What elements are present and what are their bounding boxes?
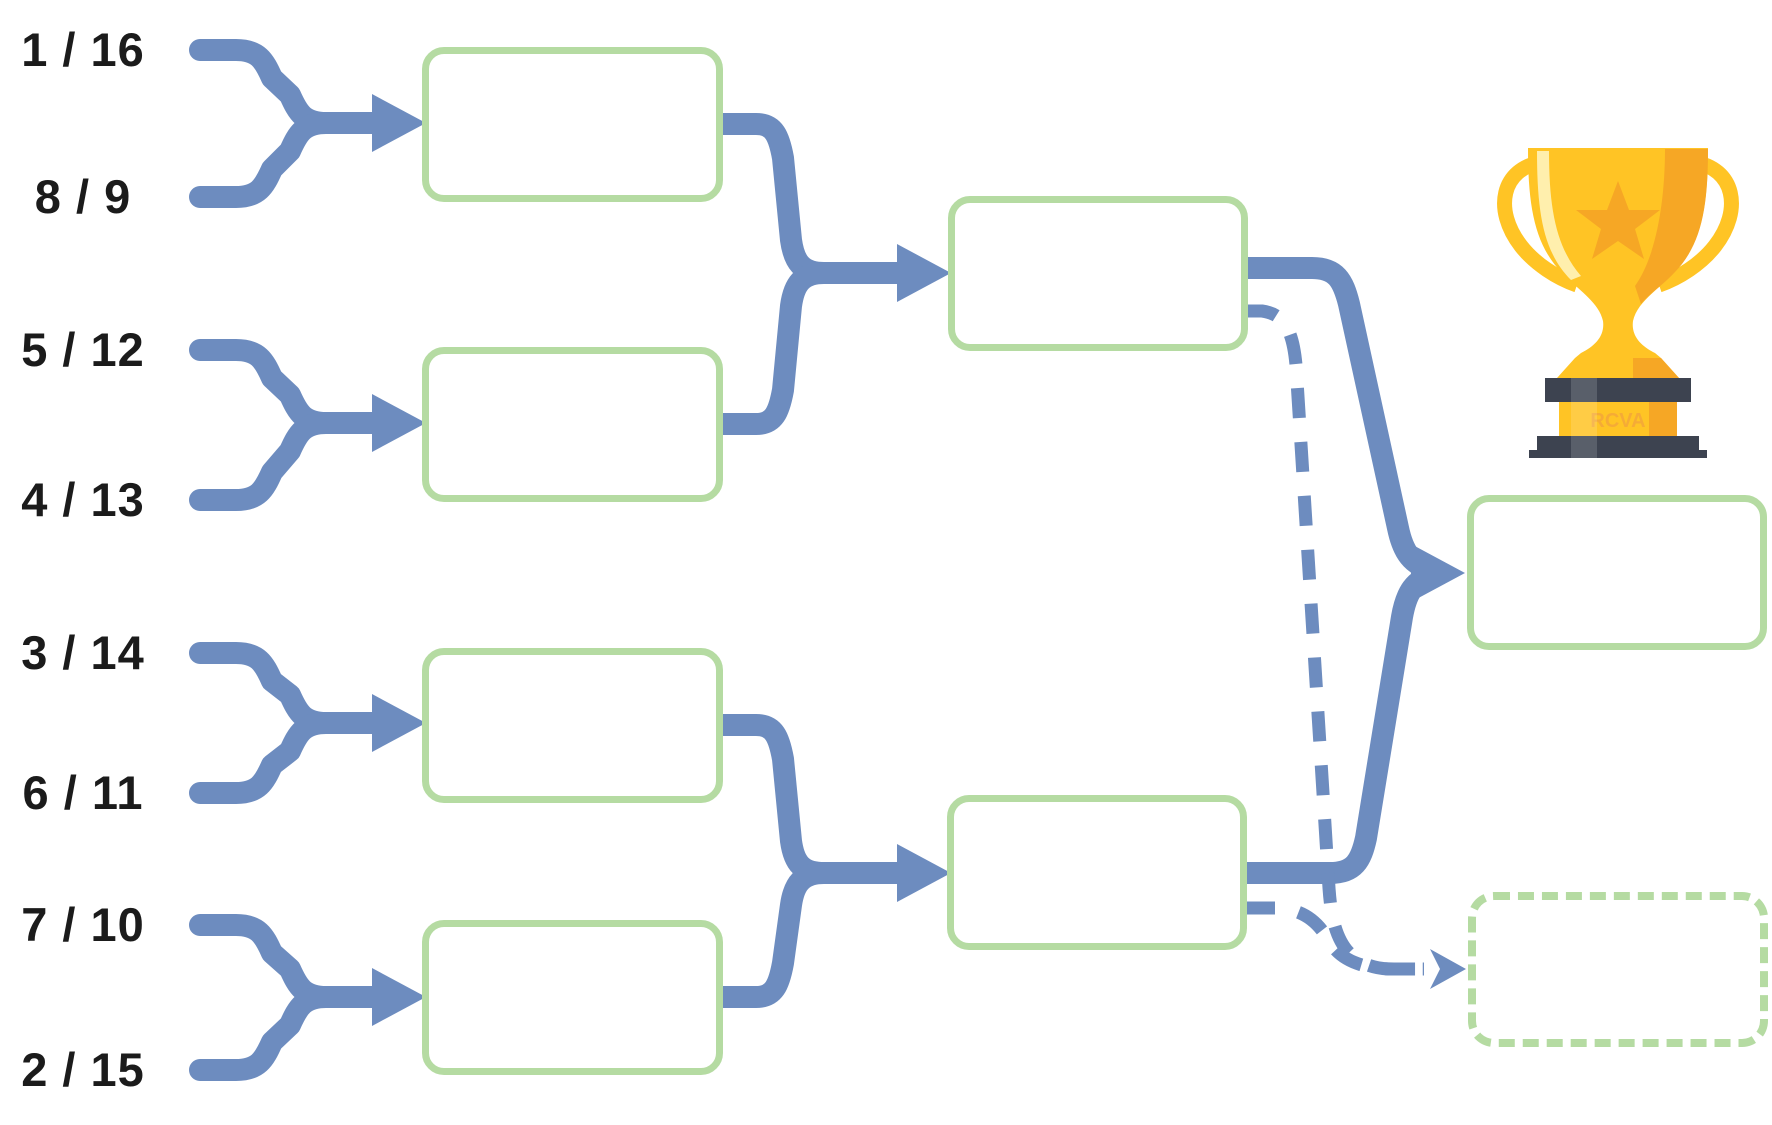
arrowhead-qf1: [372, 94, 426, 152]
semifinal-1-box[interactable]: [948, 196, 1248, 351]
connector-qf3-sf2: [712, 714, 919, 884]
trophy-base-highlight: [1571, 378, 1597, 458]
seed-label-5-12: 5 / 12: [21, 323, 145, 376]
connector-qf4-sf2: [712, 862, 919, 1008]
trophy-cup-shade: [1635, 149, 1708, 304]
semifinal-2-box[interactable]: [947, 795, 1247, 950]
seed-label-1-16: 1 / 16: [21, 23, 145, 76]
trophy-right-handle: [1656, 154, 1739, 293]
trophy-foot-shade: [1633, 358, 1679, 378]
trophy-base-top: [1545, 378, 1691, 402]
connector-seed-6-11: [189, 712, 393, 804]
quarterfinal-2-box[interactable]: [422, 347, 723, 502]
quarterfinal-1-box[interactable]: [422, 47, 723, 202]
connector-sf2-final: [1234, 564, 1447, 884]
quarterfinal-4-box[interactable]: [422, 920, 723, 1075]
arrowhead-third-place: [1430, 949, 1466, 989]
connector-sf1-loser: [1247, 304, 1424, 976]
seed-label-6-11: 6 / 11: [22, 766, 144, 819]
connector-seed-8-9: [189, 112, 393, 208]
trophy-icon: RCVA: [1497, 148, 1739, 458]
trophy-cup-highlight: [1537, 151, 1581, 280]
trophy-base-bottom: [1537, 436, 1699, 452]
seed-label-8-9: 8 / 9: [34, 170, 132, 223]
trophy-star-icon: [1576, 181, 1660, 259]
trophy-plaque-text: RCVA: [1590, 410, 1645, 432]
connector-qf1-sf1: [712, 113, 919, 284]
seed-label-3-14: 3 / 14: [21, 626, 145, 679]
trophy-left-handle: [1497, 154, 1580, 293]
arrowhead-sf2: [897, 844, 951, 902]
arrowhead-qf3: [372, 694, 426, 752]
third-place-box[interactable]: [1468, 892, 1768, 1047]
arrowhead-qf4: [372, 968, 426, 1026]
trophy-base-feet: [1529, 450, 1707, 458]
connector-qf2-sf1: [712, 262, 919, 435]
arrowhead-final: [1411, 544, 1465, 602]
connector-seed-4-13: [189, 412, 393, 511]
trophy-plaque-shade: [1649, 402, 1677, 436]
arrowhead-qf2: [372, 394, 426, 452]
connector-seed-2-15: [189, 986, 393, 1081]
seed-label-7-10: 7 / 10: [21, 898, 145, 951]
final-box[interactable]: [1467, 495, 1767, 650]
seed-label-4-13: 4 / 13: [21, 473, 145, 526]
arrowhead-sf1: [897, 244, 951, 302]
quarterfinal-3-box[interactable]: [422, 648, 723, 803]
seed-label-2-15: 2 / 15: [21, 1043, 145, 1096]
